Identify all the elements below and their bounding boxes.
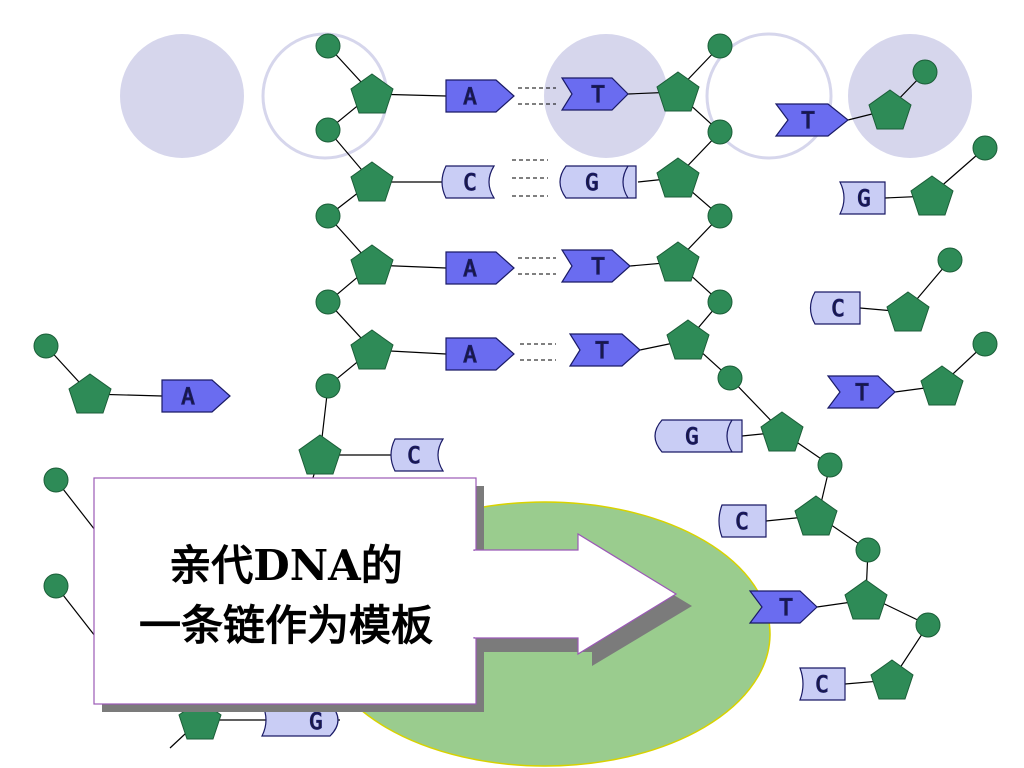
sugar — [656, 241, 700, 282]
sugar — [350, 73, 394, 114]
svg-text:C: C — [815, 673, 828, 698]
sugar — [666, 319, 710, 360]
base-a-free: A — [161, 379, 231, 413]
sugar — [760, 411, 804, 452]
base-g-2: G — [654, 419, 743, 453]
base-t-1: T — [560, 77, 629, 111]
sugar — [656, 157, 700, 198]
decorative-circles — [120, 32, 972, 160]
callout: 亲代DNA的 一条链作为模板 — [93, 477, 692, 712]
svg-text:T: T — [779, 596, 792, 621]
base-c-1: C — [441, 165, 496, 199]
sugar — [868, 89, 912, 130]
phosphate — [915, 612, 941, 638]
svg-text:C: C — [463, 171, 476, 196]
callout-joint — [470, 551, 480, 637]
svg-text:T: T — [591, 255, 604, 280]
phosphate — [972, 331, 998, 357]
bases-purine: A A A T T T T T — [161, 77, 896, 624]
svg-text:T: T — [595, 339, 608, 364]
base-a-3: A — [445, 337, 515, 371]
phosphate — [817, 452, 843, 478]
callout-line-2: 一条链作为模板 — [139, 601, 433, 650]
svg-text:C: C — [735, 510, 748, 535]
svg-text:A: A — [463, 85, 476, 110]
base-c-4: C — [799, 667, 846, 701]
base-a-1: A — [445, 79, 515, 113]
sugar — [794, 495, 838, 536]
sugar — [910, 175, 954, 216]
sugar — [350, 329, 394, 370]
svg-text:G: G — [585, 171, 598, 196]
phosphate — [315, 117, 341, 143]
svg-text:T: T — [801, 109, 814, 134]
sugar — [920, 365, 964, 406]
base-c-free: C — [809, 291, 861, 325]
deco-circle-5 — [848, 34, 972, 158]
phosphate — [707, 119, 733, 145]
base-c-2: C — [390, 438, 445, 472]
phosphate — [707, 33, 733, 59]
phosphate — [937, 247, 963, 273]
base-c-3: C — [718, 504, 767, 538]
svg-text:A: A — [181, 385, 194, 410]
bases-pyrimidine: C G C G C C G G — [261, 165, 886, 737]
phosphate — [912, 59, 938, 85]
svg-text:G: G — [857, 187, 870, 212]
phosphate — [43, 573, 69, 599]
hydrogen-bonds — [512, 87, 556, 361]
callout-line-1: 亲代DNA的 — [169, 541, 402, 590]
phosphate — [972, 135, 998, 161]
phosphate — [43, 467, 69, 493]
svg-text:T: T — [591, 83, 604, 108]
phosphate — [707, 289, 733, 315]
sugar — [298, 434, 342, 475]
svg-text:T: T — [855, 381, 868, 406]
svg-text:A: A — [463, 343, 476, 368]
phosphate — [33, 333, 59, 359]
sugar — [844, 579, 888, 620]
svg-text:A: A — [463, 257, 476, 282]
callout-arrow — [473, 532, 678, 656]
phosphates — [33, 33, 998, 638]
phosphate — [315, 373, 341, 399]
callout-box — [93, 477, 477, 705]
phosphate — [315, 203, 341, 229]
svg-text:C: C — [831, 297, 844, 322]
base-g-1: G — [559, 165, 637, 199]
phosphate — [315, 289, 341, 315]
sugar — [656, 71, 700, 112]
base-t-free-1: T — [774, 103, 849, 137]
base-t-growing: T — [748, 590, 818, 624]
base-g-free: G — [839, 181, 886, 215]
base-t-2: T — [560, 249, 631, 283]
sugar — [68, 373, 112, 414]
sugar — [886, 291, 930, 332]
base-t-3: T — [568, 333, 641, 367]
sugar — [350, 161, 394, 202]
deco-circle-4 — [705, 32, 833, 160]
svg-text:G: G — [309, 710, 322, 735]
phosphate — [315, 33, 341, 59]
phosphate — [717, 365, 743, 391]
svg-text:C: C — [407, 444, 420, 469]
sugar — [350, 244, 394, 285]
phosphate — [855, 537, 881, 563]
deco-circle-1 — [120, 34, 244, 158]
phosphate — [707, 203, 733, 229]
svg-text:G: G — [685, 425, 698, 450]
sugar — [870, 659, 914, 700]
base-a-2: A — [445, 251, 515, 285]
base-t-free-2: T — [826, 375, 896, 409]
